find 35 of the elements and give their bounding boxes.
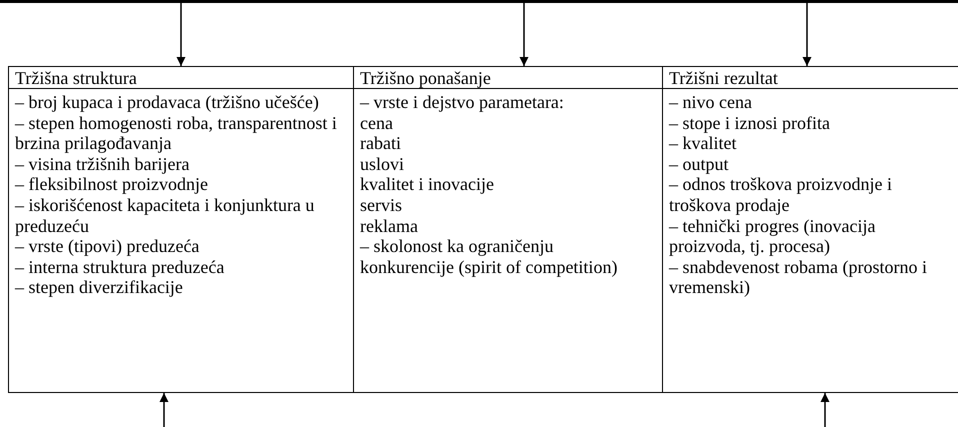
list-item: – kvalitet (669, 133, 738, 154)
list-item: reklama (360, 216, 419, 236)
list-item: servis (360, 194, 403, 216)
arrow (802, 3, 812, 66)
list-item: uslovi (360, 154, 406, 174)
column-heading: Tržišno ponašanje (360, 68, 492, 89)
list-item: – vrste (tipovi) preduzeća (15, 236, 200, 257)
table-cell (8, 88, 354, 393)
list-item: – stepen diverzifikacije (15, 277, 184, 298)
column-heading: Tržišna struktura (15, 68, 138, 89)
list-item: – tehnički progres (inovacija proizvoda, tj. procesa) (669, 216, 876, 257)
list-item: – interna struktura preduzeća (15, 256, 226, 278)
arrow (176, 3, 186, 66)
arrow (820, 393, 830, 427)
list-item: cena (360, 112, 394, 134)
arrow (520, 3, 528, 66)
column-heading: Tržišni rezultat (669, 68, 779, 89)
list-item: – nivo cena (669, 92, 753, 113)
list-item: – skolonost ka ograničenju konkurencije (spirit of competition) (360, 236, 618, 278)
list-item: – stope i iznosi profita (669, 112, 831, 134)
list-item: – iskorišćenost kapaciteta i konjunktura u preduzeću (15, 194, 316, 236)
top-bar (0, 0, 958, 3)
list-item: rabati (360, 133, 402, 154)
header-cell (353, 66, 663, 89)
header-cell (8, 66, 354, 89)
list-item: – output (669, 154, 730, 174)
list-item: – snabdevenost robama (prostorno i vremenski) (669, 256, 928, 298)
arrow (160, 393, 168, 427)
list-item: – visina tržišnih barijera (15, 154, 190, 174)
list-item: – fleksibilnost proizvodnje (15, 174, 209, 195)
list-item: – vrste i dejstvo parametara: (360, 92, 565, 113)
list-item: kvalitet i inovacije (360, 174, 495, 195)
list-item: – stepen homogenosti roba, transparentnost i brzina prilagođavanja (15, 112, 338, 154)
list-item: – odnos troškova proizvodnje i troškova prodaje (669, 174, 893, 216)
list-item: – broj kupaca i prodavaca (tržišno učešće) (15, 92, 320, 113)
